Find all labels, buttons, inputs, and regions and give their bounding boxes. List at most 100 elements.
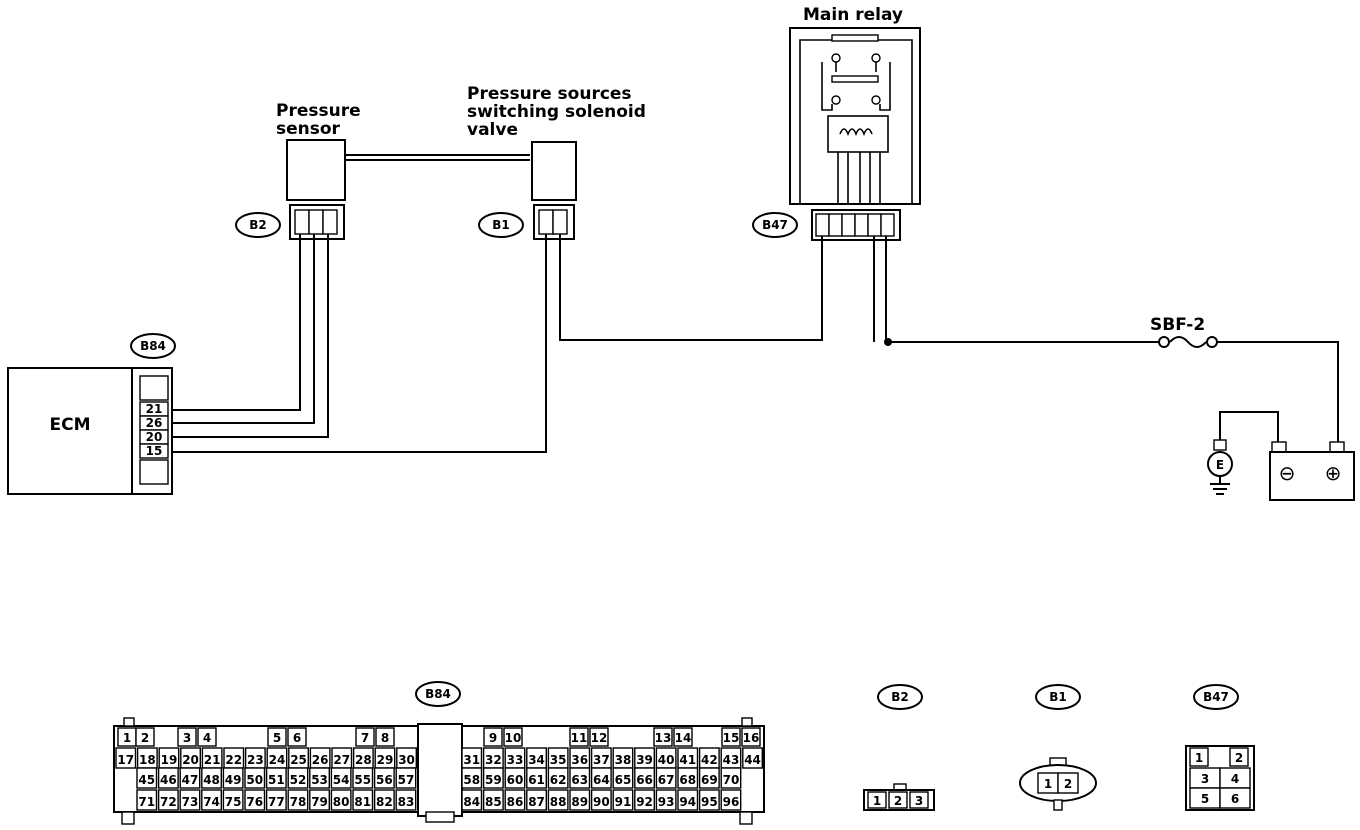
b84-pin (179, 789, 201, 811)
wire-ecm21-b2 (172, 234, 301, 411)
b84-pin-label: 95 (701, 795, 718, 809)
b47-face-pin-label: 2 (1235, 751, 1243, 765)
b2-face-pin-label: 2 (894, 794, 902, 808)
b2-face-view: B2 1 2 3 (863, 684, 935, 811)
b84-pin (330, 789, 352, 811)
b47-face-pin-label: 3 (1201, 772, 1209, 786)
b84-pin (741, 727, 761, 747)
b84-pin (330, 767, 352, 789)
b84-pin (483, 727, 503, 747)
b84-pin (197, 727, 217, 747)
b84-pin-label: 72 (160, 795, 177, 809)
b1-face-pin-label: 1 (1044, 777, 1052, 791)
b84-pin (177, 727, 197, 747)
pressure-sensor-label-1: Pressure (276, 101, 361, 121)
b84-pin-label: 65 (615, 773, 632, 787)
b84-pin (742, 747, 763, 769)
sensor-valve-hose (345, 154, 530, 161)
b84-pin (655, 767, 677, 789)
b47-face-pin-label: 4 (1231, 772, 1239, 786)
b84-pin-label: 40 (658, 753, 675, 767)
b84-pin-label: 43 (723, 753, 740, 767)
b84-pin-label: 14 (675, 731, 692, 745)
b84-pin-label: 18 (139, 753, 156, 767)
b84-pin-label: 52 (290, 773, 307, 787)
relay-contact-terminal (871, 53, 881, 63)
relay-lower-contact-bar (831, 75, 879, 83)
b1-face-view: B1 1 2 (1019, 684, 1097, 811)
b84-pin-label: 17 (117, 753, 134, 767)
solenoid-label-3: valve (467, 120, 518, 140)
b84-pin-label: 42 (701, 753, 718, 767)
b84-pin-label: 85 (485, 795, 502, 809)
b47-pins (815, 213, 895, 237)
b84-pin (547, 767, 569, 789)
b84-pin-label: 19 (161, 753, 178, 767)
b84-pin-label: 4 (203, 731, 211, 745)
b84-pin-label: 45 (138, 773, 155, 787)
b84-pin-label: 48 (203, 773, 220, 787)
b84-pin (526, 789, 547, 811)
b84-pin-label: 69 (701, 773, 718, 787)
b84-pin-label: 6 (293, 731, 301, 745)
b84-pin-label: 54 (333, 773, 350, 787)
b84-pin-label: 64 (593, 773, 610, 787)
ecm-label: ECM (49, 415, 90, 435)
relay-coil-icon (839, 128, 873, 137)
relay-internal-wire (835, 62, 877, 72)
ground-terminal (1213, 439, 1227, 451)
solenoid-label-1: Pressure sources (467, 84, 632, 104)
b84-pin (504, 767, 526, 789)
ground-symbol-icon (1210, 476, 1230, 495)
b84-pin (265, 789, 287, 811)
solenoid-label-2: switching solenoid (467, 102, 646, 122)
b84-pin-label: 73 (182, 795, 199, 809)
b84-pin-label: 1 (123, 731, 131, 745)
b84-pin-label: 68 (679, 773, 696, 787)
relay-coil-frame (827, 115, 889, 153)
b84-pin-label: 79 (311, 795, 328, 809)
b84-pin (677, 789, 699, 811)
b84-pin (590, 767, 612, 789)
b84-pin-label: 3 (183, 731, 191, 745)
b84-pin-label: 28 (355, 753, 372, 767)
solenoid-body (531, 141, 577, 201)
b84-face-center-key (417, 723, 463, 817)
b84-pin-label: 39 (636, 753, 653, 767)
relay-contact-terminal (831, 53, 841, 63)
b84-face-latch (123, 717, 135, 727)
b84-pin-label: 37 (593, 753, 610, 767)
b2-face-pin (909, 791, 929, 809)
b47-oval-bottom (1193, 684, 1239, 710)
b84-pin-label: 89 (571, 795, 588, 809)
relay-internal-wire (879, 62, 891, 111)
b84-pin (677, 767, 699, 789)
b84-pin-label: 71 (138, 795, 155, 809)
ecm-pin-label: 15 (146, 444, 163, 458)
b1-face-pin (1057, 772, 1079, 794)
b84-pin-label: 92 (636, 795, 653, 809)
battery-terminal-pos (1329, 441, 1345, 453)
b84-pin (287, 767, 309, 789)
relay-internal-wire (837, 152, 881, 204)
b84-pin-label: 93 (658, 795, 675, 809)
b84-pin (590, 789, 612, 811)
wire-ecm15-b1 (172, 234, 547, 453)
wire-b1-b47 (559, 234, 823, 341)
b84-pin (482, 789, 504, 811)
b84-pin (375, 727, 395, 747)
b84-pin-label: 57 (398, 773, 415, 787)
b84-pin-label: 27 (333, 753, 350, 767)
b84-pin (655, 789, 677, 811)
b47-oval (752, 212, 798, 238)
b84-pin-label: 77 (268, 795, 285, 809)
ecm-pin-cell (139, 375, 169, 401)
b84-pin-label: 8 (381, 731, 389, 745)
b84-pin-label: 76 (246, 795, 263, 809)
b84-pin-label: 13 (655, 731, 672, 745)
battery-plus-icon: ⊕ (1325, 461, 1342, 485)
b2-face-pin (867, 791, 887, 809)
b84-pin (461, 789, 483, 811)
b84-pin-label: 82 (376, 795, 393, 809)
b47-label-bottom: B47 (1203, 690, 1229, 704)
